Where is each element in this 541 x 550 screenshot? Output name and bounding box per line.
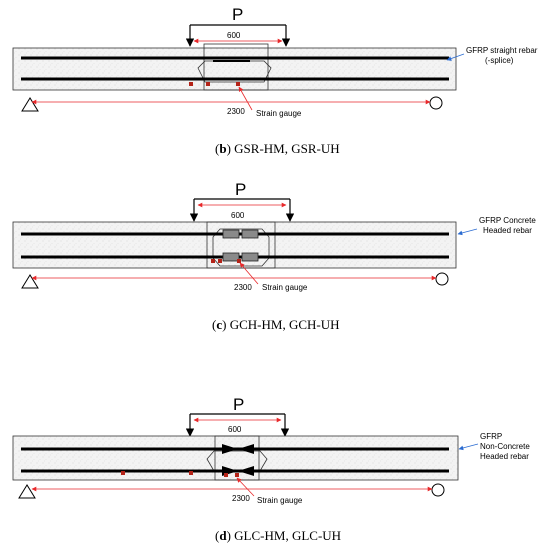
head-block xyxy=(241,229,259,239)
strain-gauge xyxy=(236,82,240,86)
concrete-beam xyxy=(12,47,457,91)
length-value: 2300 xyxy=(234,283,252,292)
rebar-label: (-splice) xyxy=(485,56,514,65)
head-wedge xyxy=(222,444,238,454)
span-value: 600 xyxy=(228,425,242,434)
head-block xyxy=(222,252,240,262)
length-value: 2300 xyxy=(227,107,245,116)
head-block xyxy=(241,252,259,262)
load-label: P xyxy=(233,395,244,414)
gauge-leader xyxy=(238,86,253,111)
panel-d: P 600 2300 Strain gauge GFRP Non-Concret… xyxy=(12,395,530,543)
splice-zone xyxy=(203,43,269,91)
strain-gauge xyxy=(235,473,239,477)
span-value: 600 xyxy=(231,211,245,220)
concrete-beam xyxy=(12,435,459,481)
gauge-leader xyxy=(239,262,259,285)
span-value: 600 xyxy=(227,31,241,40)
panel-caption: (c) GCH-HM, GCH-UH xyxy=(212,317,340,332)
roller-support xyxy=(435,272,449,286)
rebar-leader xyxy=(446,53,465,61)
strain-gauge xyxy=(121,471,125,475)
load-label: P xyxy=(232,5,243,24)
pin-support xyxy=(21,97,39,112)
rebar-label: GFRP straight rebar xyxy=(466,46,538,55)
load-label: P xyxy=(235,180,246,199)
roller-support xyxy=(429,96,443,110)
rebar-leader xyxy=(458,443,479,451)
head-wedge xyxy=(238,444,254,454)
pin-support xyxy=(21,274,39,289)
rebar-label: Headed rebar xyxy=(480,452,529,461)
strain-gauge xyxy=(206,82,210,86)
strain-gauge-label: Strain gauge xyxy=(262,283,308,292)
panel-caption: (b) GSR-HM, GSR-UH xyxy=(215,141,340,156)
head-wedge xyxy=(238,466,254,476)
pin-support xyxy=(18,484,36,499)
rebar-label: Headed rebar xyxy=(483,226,532,235)
rebar-leader xyxy=(457,228,478,236)
rebar-label: Non-Concrete xyxy=(480,442,530,451)
rebar-label: GFRP Concrete xyxy=(479,216,536,225)
strain-gauge xyxy=(211,259,215,263)
panel-c: P 600 2300 Strain gauge GFRP Concrete He… xyxy=(12,180,536,332)
strain-gauge xyxy=(189,471,193,475)
strain-gauge xyxy=(224,473,228,477)
strain-gauge xyxy=(189,82,193,86)
strain-gauge xyxy=(237,259,241,263)
panel-caption: (d) GLC-HM, GLC-UH xyxy=(215,528,341,543)
joint-outline xyxy=(212,228,270,267)
rebar-label: GFRP xyxy=(480,432,502,441)
panel-b: P 600 2300 Strain gauge GFRP straight re… xyxy=(12,5,538,156)
strain-gauge-label: Strain gauge xyxy=(257,496,303,505)
strain-gauge xyxy=(218,259,222,263)
head-block xyxy=(222,229,240,239)
gauge-leader xyxy=(236,477,255,497)
length-value: 2300 xyxy=(232,494,250,503)
splice-zone xyxy=(206,221,276,269)
joint-outline xyxy=(197,60,272,83)
roller-support xyxy=(431,483,445,497)
strain-gauge-label: Strain gauge xyxy=(256,109,302,118)
